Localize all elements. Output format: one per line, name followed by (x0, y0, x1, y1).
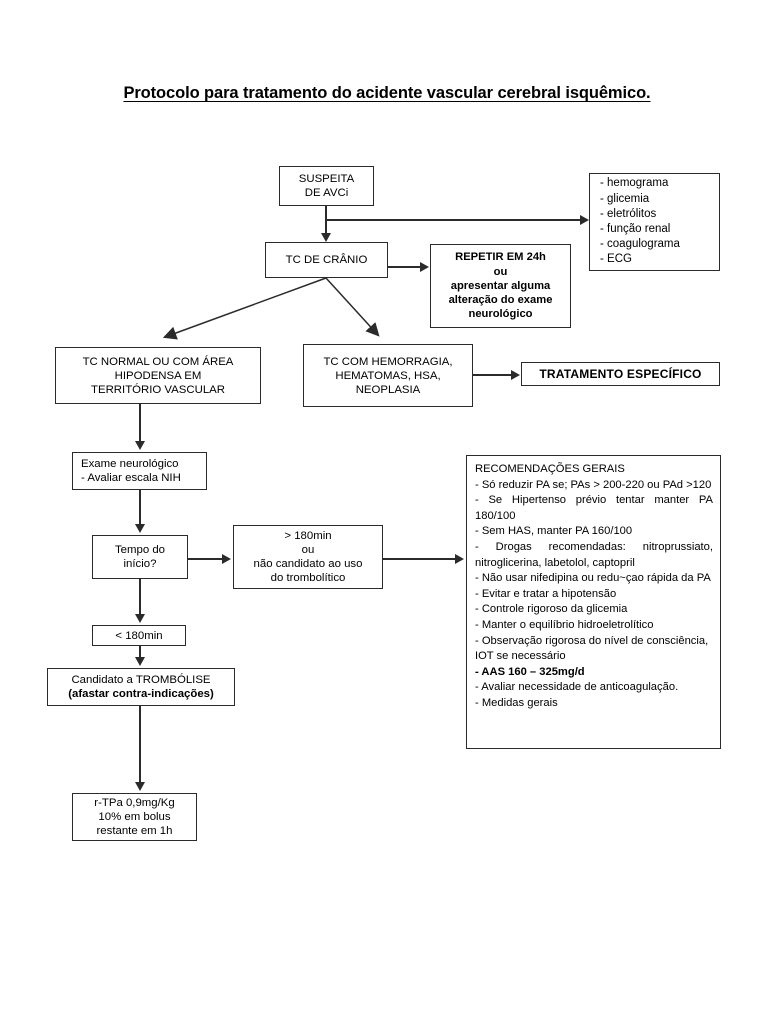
recomendacao-item: - Observação rigorosa do nível de consci… (475, 634, 709, 663)
text-line: início? (123, 558, 157, 570)
node-rtpa-dose: r-TPa 0,9mg/Kg 10% em bolus restante em 1h (72, 793, 197, 841)
page-title: Protocolo para tratamento do acidente va… (123, 84, 651, 102)
text-line: ou (493, 265, 508, 278)
edge-menor180-to-candidato (139, 646, 141, 659)
recomendacoes-heading: RECOMENDAÇÕES GERAIS (475, 463, 625, 475)
node-tc-com-hemorragia: TC COM HEMORRAGIA,HEMATOMAS, HSA,NEOPLAS… (303, 344, 473, 407)
text-line: - eletrólitos (600, 207, 657, 220)
edge-tccranio-to-hemorragia (325, 277, 380, 337)
arrowhead-repetir (420, 262, 429, 272)
text-line: - ECG (600, 253, 632, 266)
edge-tccranio-to-tcnormal (162, 277, 327, 340)
recomendacao-item: - Manter o equilíbrio hidroeletrolítico (475, 618, 654, 631)
recomendacao-item: - Drogas recomendadas: nitroprussiato, n… (475, 540, 713, 569)
text-line: 10% em bolus (98, 811, 171, 823)
text-line: HEMATOMAS, HSA, (335, 369, 441, 382)
text-line: Tempo do (114, 544, 166, 556)
recomendacao-item: - Controle rigoroso da glicemia (475, 603, 628, 616)
text-line: alteração do exame (448, 294, 553, 307)
text-line: não candidato ao uso (253, 558, 363, 570)
node-recomendacoes-gerais: RECOMENDAÇÕES GERAIS - Só reduzir PA se;… (466, 455, 721, 749)
edge-exameneuro-to-tempo (139, 490, 141, 526)
recomendacao-item: - Só reduzir PA se; PAs > 200-220 ou PAd… (475, 478, 712, 491)
text-line: - função renal (600, 223, 671, 235)
text-line: - coagulograma (600, 238, 680, 251)
arrowhead-rtpa (135, 782, 145, 791)
recomendacao-item: - AAS 160 – 325mg/d (475, 665, 585, 678)
recomendacao-item: - Se Hipertenso prévio tentar manter PA … (475, 494, 713, 522)
arrowhead-maior180 (222, 554, 231, 564)
edge-hemorragia-to-tratamento (473, 374, 514, 376)
recomendacao-item: - Medidas gerais (475, 696, 558, 709)
arrowhead-tratamento (511, 370, 520, 380)
text-line: TRATAMENTO ESPECÍFICO (539, 367, 702, 381)
arrowhead-candidato (135, 657, 145, 666)
text-line: > 180min (284, 530, 332, 542)
node-tc-de-cranio: TC DE CRÂNIO (265, 242, 388, 278)
text-line: DE AVCi (304, 187, 349, 199)
arrowhead-exames (580, 215, 589, 225)
node-tratamento-especifico: TRATAMENTO ESPECÍFICO (521, 362, 720, 386)
node-tempo-do-inicio: Tempo do início? (92, 535, 188, 579)
text-line: ou (301, 544, 315, 556)
text-line: Exame neurológico (81, 458, 179, 470)
text-line: SUSPEITA (298, 173, 355, 185)
arrowhead-recomendacoes (455, 554, 464, 564)
edge-candidato-to-rtpa (139, 706, 141, 784)
node-candidato-trombolise: Candidato a TROMBÓLISE (afastar contra-in… (47, 668, 235, 706)
node-menor-180min: < 180min (92, 625, 186, 646)
text-line: TC COM HEMORRAGIA, (323, 355, 453, 368)
text-line: TERRITÓRIO VASCULAR (91, 383, 225, 396)
text-line: r-TPa 0,9mg/Kg (94, 797, 175, 809)
edge-maior180-to-recomendacoes (383, 558, 457, 560)
node-exame-neurologico: Exame neurológico - Avaliar escala NIH (72, 452, 207, 490)
edge-suspeita-to-tccranio (325, 206, 327, 236)
edge-tempo-to-maior180 (188, 558, 225, 560)
text-line: - hemograma (600, 177, 669, 190)
edge-suspeita-to-exames (325, 219, 587, 221)
recomendacao-item: - Evitar e tratar a hipotensão (475, 587, 617, 600)
text-line: - glicemia (600, 192, 650, 205)
edge-tccranio-to-repetir (388, 266, 423, 268)
edge-tempo-to-menor180 (139, 579, 141, 616)
text-line: - Avaliar escala NIH (81, 472, 181, 484)
text-line: NEOPLASIA (355, 383, 421, 396)
text-line: REPETIR EM 24h (455, 251, 546, 264)
node-exames-complementares: - hemograma - glicemia - eletrólitos - funç… (589, 173, 720, 271)
text-line: (afastar contra-indicações) (68, 688, 214, 700)
text-line: < 180min (115, 629, 163, 642)
arrowhead-menor180 (135, 614, 145, 623)
text-line: TC DE CRÂNIO (285, 254, 368, 266)
edge-tcnormal-to-exameneuro (139, 404, 141, 443)
text-line: HIPODENSA EM (114, 369, 202, 382)
recomendacao-item: - Não usar nifedipina ou redu~çao rápida… (475, 572, 711, 585)
arrowhead-tempo (135, 524, 145, 533)
text-line: TC NORMAL OU COM ÁREA (82, 355, 234, 368)
recomendacoes-items: - Só reduzir PA se; PAs > 200-220 ou PAd… (475, 478, 713, 712)
text-line: restante em 1h (96, 825, 173, 837)
text-line: apresentar alguma (450, 279, 551, 292)
arrowhead-exameneuro (135, 441, 145, 450)
text-line: neurológico (468, 308, 533, 321)
recomendacao-item: - Sem HAS, manter PA 160/100 (475, 525, 633, 538)
recomendacao-item: - Avaliar necessidade de anticoagulação. (475, 681, 679, 694)
text-line: Candidato a TROMBÓLISE (71, 673, 211, 686)
node-suspeita-avci: SUSPEITA DE AVCi (279, 166, 374, 206)
node-maior-180min: > 180min ou não candidato ao uso do trombol… (233, 525, 383, 589)
text-line: do trombolítico (270, 572, 346, 584)
arrowhead-tccranio (321, 233, 331, 242)
